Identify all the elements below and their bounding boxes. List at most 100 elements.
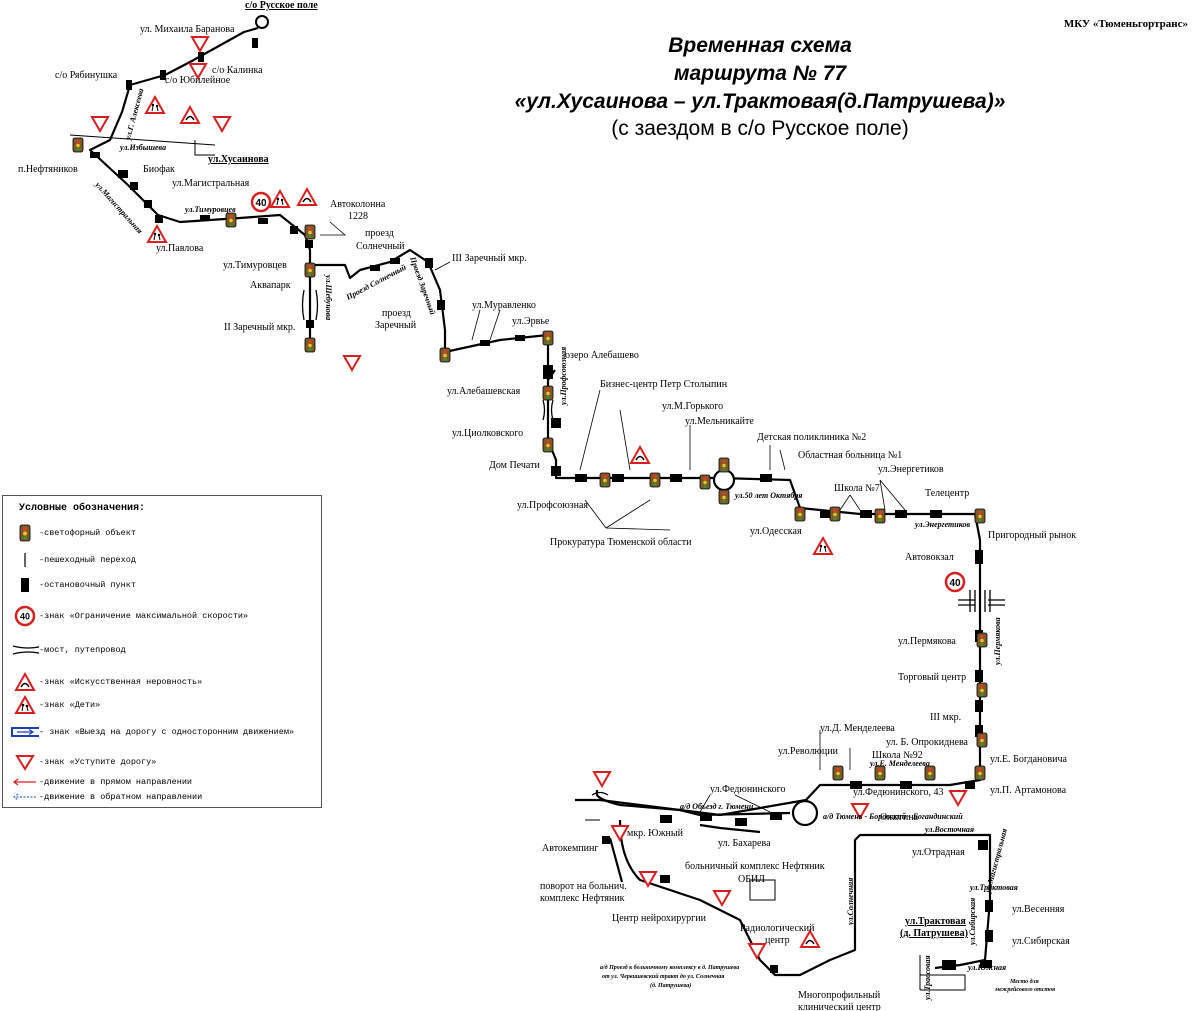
legend-label: -движение в прямом направлении bbox=[39, 777, 193, 787]
stop-fedyuninskogo: ул.Федюнинского bbox=[710, 784, 786, 795]
legend-item-traffic-light: -светофорный объект bbox=[11, 524, 136, 542]
legend-item-yield: -знак «Уступите дорогу» bbox=[11, 753, 156, 771]
legend-item-bridge: -мост, путепровод bbox=[11, 641, 126, 659]
stop-solnechny-2: Солнечный bbox=[356, 241, 405, 252]
bridges bbox=[301, 289, 1005, 796]
street-sheshukova: ул.Шебунова bbox=[324, 274, 333, 320]
stop-ryabinushka: с/о Рябинушка bbox=[55, 70, 118, 81]
street-yuzhnaya: ул.Южная bbox=[967, 963, 1006, 972]
children-sign-icon bbox=[14, 695, 36, 714]
proezd-note-2: от ул. Червишевский тракт до ул. Солнечн… bbox=[602, 973, 724, 980]
stop-timurovtsev: ул.Тимуровцев bbox=[223, 260, 287, 271]
stop-avtokolonna: Автоколонна bbox=[330, 199, 386, 210]
stop-revolyutsii: ул.Революции bbox=[778, 746, 839, 757]
legend-label: -знак «Уступите дорогу» bbox=[39, 757, 157, 767]
proezd-note-1: а/д Проезд к больничному комплексу в д. … bbox=[600, 964, 739, 971]
stop-melnikayte: ул.Мельникайте bbox=[685, 416, 754, 427]
speed-sign-values: 40 40 bbox=[255, 198, 961, 589]
street-traktovaya: ул.Трактовая bbox=[969, 883, 1018, 892]
stop-kalinka: с/о Калинка bbox=[212, 65, 263, 76]
stop-prigorodny: Пригородный рынок bbox=[988, 530, 1076, 541]
street-e-mendeleeva: ул.Е. Менделеева bbox=[869, 759, 930, 768]
stop-magistralnaya: ул.Магистральная bbox=[172, 178, 250, 189]
stop-pavlova: ул.Павлова bbox=[156, 243, 204, 254]
legend-label: -светофорный объект bbox=[39, 528, 136, 538]
bridge-icon bbox=[12, 645, 39, 655]
yield-sign-icon bbox=[15, 755, 35, 771]
legend-item-reverse: -движение в обратном направлении bbox=[11, 788, 202, 806]
title-line-1: Временная схема bbox=[668, 34, 852, 57]
stop-solnechny-1: проезд bbox=[365, 228, 394, 239]
street-50-let: ул.50 лет Октября bbox=[734, 491, 802, 500]
stop-radiolog-2: центр bbox=[765, 935, 790, 946]
legend-label: - знак «Выезд на дорогу с односторонним … bbox=[39, 727, 295, 737]
stop-energetikov: ул.Энергетиков bbox=[878, 464, 944, 475]
stop-khusainova: ул.Хусаинова bbox=[208, 154, 269, 165]
street-energetikov: ул.Энергетиков bbox=[914, 520, 970, 529]
street-tyumen-borovsky: а/д Тюмень - Боровский - Богандинский bbox=[823, 812, 963, 821]
stop-yubileynoe-1: с/о Юбилейное bbox=[165, 75, 231, 86]
street-profsoyuznaya: ул.Профсоюзная bbox=[559, 347, 568, 406]
stop-muravlenko: ул.Муравленко bbox=[472, 300, 536, 311]
forward-arrow-icon bbox=[13, 778, 36, 786]
stop-vesennyaya: ул.Весенняя bbox=[1012, 904, 1065, 915]
crosswalk-icon bbox=[24, 553, 26, 567]
legend-label: -движение в обратном направлении bbox=[39, 792, 203, 802]
stop-russkoe-pole: с/о Русское поле bbox=[245, 0, 318, 11]
stop-zarechny-2: II Заречный мкр. bbox=[224, 322, 295, 333]
legend-label: -знак «Искусственная неровность» bbox=[39, 677, 203, 687]
stop-mkr-3: III мкр. bbox=[930, 712, 961, 723]
legend-item-children: -знак «Дети» bbox=[11, 695, 101, 714]
turnaround-loop bbox=[255, 15, 269, 29]
stop-oblastnaya: Областная больница №1 bbox=[798, 450, 902, 461]
stop-mnogoprofilny-2: клинический центр bbox=[798, 1002, 881, 1011]
stop-traktovaya-2: (д. Патрушева) bbox=[900, 928, 968, 939]
parking-note-2: межрейсового отстоя bbox=[994, 986, 1055, 993]
stop-stolypin: Бизнес-центр Петр Столыпин bbox=[600, 379, 728, 390]
stop-odesskaya: ул.Одесская bbox=[750, 526, 802, 537]
legend-label: -знак «Ограничение максимальной скорости… bbox=[39, 611, 249, 621]
stop-ervye: ул.Эрвье bbox=[512, 316, 550, 327]
stop-povorot-1: поворот на больнич. bbox=[540, 881, 627, 892]
stop-fedyuninskogo-43: ул.Федюнинского, 43 bbox=[853, 787, 944, 798]
stop-teletsentr: Телецентр bbox=[925, 488, 969, 499]
label-leaders bbox=[320, 221, 906, 813]
stop-dom-pechati: Дом Печати bbox=[489, 460, 540, 471]
stop-prokuratura: Прокуратура Тюменской области bbox=[550, 537, 692, 548]
legend-item-speed-limit: 40 -знак «Ограничение максимальной скоро… bbox=[11, 605, 249, 627]
stop-avtokolonna-num: 1228 bbox=[348, 211, 368, 222]
subtitle: (с заездом в с/о Русское поле) bbox=[611, 117, 909, 140]
stop-obil: ОБИЛ bbox=[738, 874, 765, 885]
stop-akvapark: Аквапарк bbox=[250, 280, 291, 291]
stop-yuzhny: мкр. Южный bbox=[627, 828, 684, 839]
stop-avtokemping: Автокемпинг bbox=[542, 843, 598, 854]
stop-biofak: Биофак bbox=[143, 164, 175, 175]
street-pr-zarechny: Проезд Заречный bbox=[408, 255, 438, 317]
street-trassovaya: ул.Трассовая bbox=[923, 955, 932, 1001]
street-timurovtsev: ул.Тимуровцев bbox=[184, 205, 236, 214]
svg-text:40: 40 bbox=[20, 612, 30, 622]
organization-label: МКУ «Тюменьгортранс» bbox=[1063, 18, 1188, 30]
speed-limit-value: 40 bbox=[255, 198, 267, 209]
stop-sibirskaya: ул.Сибирская bbox=[1012, 936, 1070, 947]
legend-label: -пешеходный переход bbox=[39, 555, 136, 565]
stop-zarechny-pr-2: Заречный bbox=[375, 320, 417, 331]
legend-label: -остановочный пункт bbox=[39, 580, 136, 590]
legend-item-bus-stop: -остановочный пункт bbox=[11, 576, 136, 594]
stop-neftyanikov: п.Нефтяников bbox=[18, 164, 78, 175]
legend-label: -мост, путепровод bbox=[39, 645, 126, 655]
legend-item-one-way: - знак «Выезд на дорогу с односторонним … bbox=[11, 723, 294, 741]
stop-bakhareva: ул. Бахарева bbox=[718, 838, 771, 849]
stop-artamonova: ул.П. Артамонова bbox=[990, 785, 1067, 796]
street-sibirskaya: ул.Сибирская bbox=[968, 898, 977, 946]
legend-label: -знак «Дети» bbox=[39, 700, 101, 710]
traffic-light-icon bbox=[19, 524, 31, 542]
legend-panel: Условные обозначения: -светофорный объек… bbox=[2, 495, 322, 808]
title-line-2: маршрута № 77 bbox=[673, 62, 847, 85]
stop-profsoyuznaya: ул.Профсоюзная bbox=[517, 500, 588, 511]
stop-bogdanovicha: ул.Е. Богдановича bbox=[990, 754, 1067, 765]
one-way-exit-icon bbox=[11, 727, 39, 737]
stop-zarechny-pr-1: проезд bbox=[382, 308, 411, 319]
stop-alebashevskaya: ул.Алебашевская bbox=[447, 386, 521, 397]
stop-detskaya: Детская поликлиника №2 bbox=[757, 432, 866, 443]
